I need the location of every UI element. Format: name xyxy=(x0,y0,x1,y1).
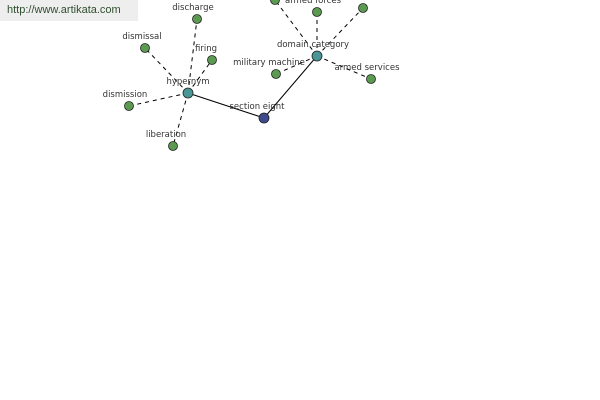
label-domain-category: domain category xyxy=(277,40,349,50)
edge-hypernym-to-liberation xyxy=(172,92,189,147)
labels-layer: section eight hypernym domain category disc… xyxy=(103,0,400,140)
label-discharge: discharge xyxy=(172,3,213,13)
label-section-eight: section eight xyxy=(229,102,285,112)
node-armed-services[interactable] xyxy=(366,74,376,84)
edge-domain-category-to-armed-services xyxy=(316,55,372,80)
edge-hypernym-to-firing xyxy=(187,59,213,94)
label-armed-forces: armed forces xyxy=(285,0,342,6)
edge-hypernym-to-dismission xyxy=(128,92,189,107)
edge-domain-category-to-unlabeled-top-left xyxy=(274,0,318,57)
label-military-machine: military machine xyxy=(233,58,305,68)
node-unlabeled-top-right[interactable] xyxy=(358,3,368,13)
edge-section-eight-to-domain-category xyxy=(263,55,318,119)
node-domain-category[interactable] xyxy=(311,50,323,62)
edges-layer xyxy=(128,0,372,147)
label-armed-services: armed services xyxy=(334,63,400,73)
edge-domain-category-to-unlabeled-top-right xyxy=(316,7,364,57)
label-dismissal: dismissal xyxy=(122,32,161,42)
nodes-layer xyxy=(124,0,376,151)
node-liberation[interactable] xyxy=(168,141,178,151)
node-discharge[interactable] xyxy=(192,14,202,24)
node-firing[interactable] xyxy=(207,55,217,65)
node-dismissal[interactable] xyxy=(140,43,150,53)
node-military-machine[interactable] xyxy=(271,69,281,79)
site-url-badge[interactable]: http://www.artikata.com xyxy=(0,0,138,21)
edge-section-eight-to-hypernym xyxy=(187,92,265,119)
label-firing: firing xyxy=(195,44,217,54)
node-hypernym[interactable] xyxy=(182,87,194,99)
node-section-eight[interactable] xyxy=(258,112,270,124)
node-dismission[interactable] xyxy=(124,101,134,111)
node-unlabeled-top-left[interactable] xyxy=(270,0,280,5)
node-armed-forces[interactable] xyxy=(312,7,322,17)
label-hypernym: hypernym xyxy=(166,77,209,87)
label-liberation: liberation xyxy=(146,130,186,140)
edge-hypernym-to-dismissal xyxy=(144,47,189,94)
label-dismission: dismission xyxy=(103,90,148,100)
